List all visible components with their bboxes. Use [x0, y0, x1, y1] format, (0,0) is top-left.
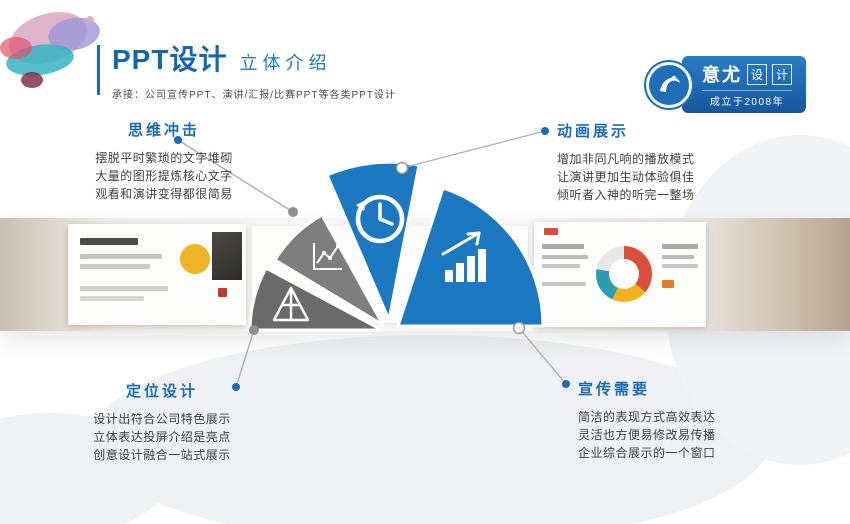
callout-line: 创意设计融合一站式展示 [93, 448, 231, 462]
slide-thumbnail-right [534, 222, 706, 327]
callout-title: 定位设计 [125, 383, 198, 400]
callout-connectors [177, 130, 567, 388]
connector-bottom-left [235, 329, 255, 388]
slide-thumbnail-left [68, 224, 246, 325]
thumb-text-bar [542, 282, 586, 286]
thumb-text-bar [662, 264, 698, 268]
pyramid-icon [272, 286, 310, 322]
connector-dot [512, 321, 526, 335]
clock-icon [355, 194, 405, 244]
thumb-text-bar [542, 244, 584, 249]
brand-since: 成立于2008年 [701, 90, 792, 108]
thumb-text-bar [80, 254, 162, 259]
header-tagline: 承接：公司宣传PPT、演讲/汇报/比赛PPT等各类PPT设计 [112, 90, 396, 101]
paint-bird-glyph [659, 75, 680, 92]
thumb-text-bar [80, 296, 144, 301]
watercolor-splash [0, 12, 100, 88]
brand-char-ji: 计 [771, 63, 792, 85]
connector-top-left [177, 139, 294, 213]
connector-dot [395, 161, 409, 175]
thumb-text-bar [542, 264, 580, 268]
connector-dot [541, 127, 549, 135]
callout-line: 增加非同凡响的播放模式 [557, 152, 695, 166]
connector-dot [288, 207, 298, 217]
connector-dot [249, 325, 259, 335]
line-chart-icon [313, 243, 342, 270]
thumb-orange-marker [662, 280, 674, 288]
thumb-donut-chart [596, 246, 652, 302]
logo-badge: 意尤 设 计 成立于2008年 [681, 56, 806, 113]
callout-title: 宣传需要 [578, 381, 651, 398]
company-logo: 意尤 设 计 成立于2008年 [645, 56, 806, 113]
connector-bottom-right [518, 327, 567, 385]
thumb-red-marker [544, 228, 558, 235]
thumb-photo-block [212, 232, 242, 280]
callout-line: 立体表达投屏介绍是亮点 [93, 430, 231, 444]
paint-bird-icon [645, 61, 692, 108]
thumb-text-bar [80, 238, 138, 245]
page-title: PPT设计 [112, 44, 228, 75]
callout-bottom-right: 宣传需要 简洁的表现方式高效表达 灵活也方便易修改易传播 企业综合展示的一个窗口 [578, 378, 763, 462]
callout-line: 简洁的表现方式高效表达 [578, 410, 716, 424]
brand-bold-text: 意尤 [701, 65, 742, 85]
callout-line: 大量的图形提炼核心文字 [95, 169, 233, 183]
header: PPT设计立体介绍 [112, 38, 331, 78]
bar-chart-icon [441, 231, 486, 282]
thumb-donut-hole [609, 259, 639, 289]
bg-blob-bottom [90, 335, 770, 524]
bg-blob-left [0, 413, 170, 524]
callout-line: 摆脱平时繁琐的文字堆砌 [95, 151, 233, 165]
callout-bottom-left: 定位设计 设计出符合公司特色展示 立体表达投屏介绍是亮点 创意设计融合一站式展示 [84, 380, 240, 464]
thumb-red-marker [218, 288, 227, 297]
callout-line: 企业综合展示的一个窗口 [578, 446, 716, 460]
thumb-text-bar [542, 255, 588, 259]
thumb-yellow-circle [180, 244, 210, 274]
callout-line: 观看和演讲变得都很简易 [95, 187, 233, 201]
thumb-text-bar [662, 255, 694, 259]
thumb-text-bar [662, 244, 698, 249]
callout-line: 设计出符合公司特色展示 [93, 412, 231, 426]
callout-line: 让演讲更加生动体验俱佳 [557, 170, 695, 184]
brand-name: 意尤 设 计 [702, 61, 792, 87]
connector-top-right [401, 130, 546, 169]
title-accent-bar [97, 45, 100, 95]
callout-title: 思维冲击 [127, 122, 200, 139]
connector-dot [174, 136, 182, 144]
thumb-text-bar [80, 286, 168, 291]
callout-line: 倾听者入神的听完一整场 [557, 188, 695, 202]
connector-dot [562, 380, 570, 388]
connector-dot [232, 383, 240, 391]
callout-line: 灵活也方便易修改易传播 [578, 428, 716, 442]
callout-title: 动画展示 [557, 123, 630, 140]
callout-top-right: 动画展示 增加非同凡响的播放模式 让演讲更加生动体验俱佳 倾听者入神的听完一整场 [557, 120, 742, 204]
page-subtitle: 立体介绍 [239, 53, 332, 73]
thumb-text-bar [80, 264, 150, 269]
brand-char-she: 设 [746, 63, 767, 85]
callout-top-left: 思维冲击 摆脱平时繁琐的文字堆砌 大量的图形提炼核心文字 观看和演讲变得都很简易 [86, 119, 242, 203]
